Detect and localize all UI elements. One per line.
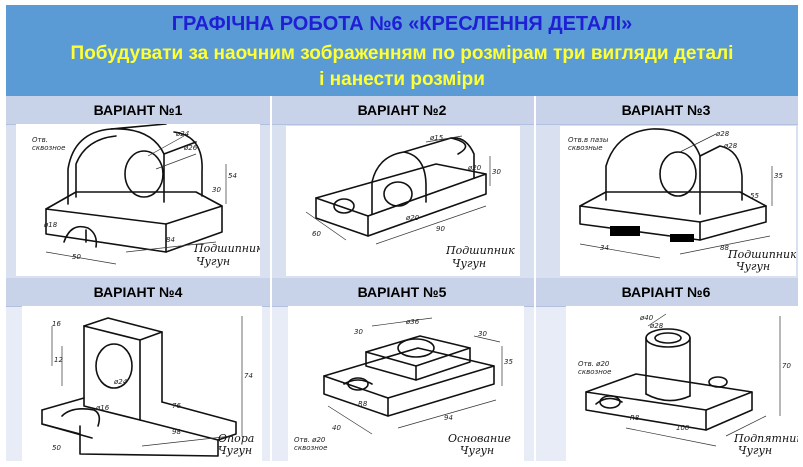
variant-6-material: Чугун — [738, 444, 772, 457]
variant-5-note: Отв. ø20 — [294, 436, 326, 444]
variant-3-dim: ø28 — [715, 130, 730, 138]
variant-6-svg: ø40 ø28 70 R8 100 Отв. ø20 сквозное Подп… — [578, 313, 798, 457]
variant-2-drawing: ø15 ø20 30 60 90 ø20 Подшипник Чугун — [286, 126, 520, 276]
variant-4-svg: 16 12 ø24 ø16 76 74 98 50 Опора Чугун — [41, 316, 254, 457]
variant-1-note: Отв. — [32, 136, 48, 144]
variant-3-svg: Отв.в пазы сквозные ø28 ø28 35 55 34 88 … — [568, 128, 796, 273]
column-divider — [534, 96, 536, 461]
variant-2-dim: 90 — [436, 225, 445, 233]
variant-3: ВАРІАНТ №3 Отв.в пазы скво — [534, 96, 798, 278]
variant-4-dim: 12 — [54, 356, 63, 364]
variant-4: ВАРІАНТ №4 1 — [6, 278, 270, 461]
variant-1-dim: 54 — [228, 172, 237, 180]
variant-1-dim: 30 — [212, 186, 221, 194]
variant-4-part-name: Опора — [218, 432, 254, 445]
variant-4-drawing: 16 12 ø24 ø16 76 74 98 50 Опора Чугун — [22, 306, 262, 461]
variant-4-dim: 74 — [244, 372, 253, 380]
variant-4-dim: ø24 — [113, 378, 127, 386]
variant-4-dim: 76 — [172, 402, 181, 410]
variant-3-note: Отв.в пазы — [568, 136, 609, 144]
variant-6-dim: 70 — [782, 362, 791, 370]
variant-3-dim: 35 — [774, 172, 783, 180]
variant-5-dim: 40 — [332, 424, 341, 432]
variant-5-dim: ø36 — [405, 318, 420, 326]
variant-6-label: ВАРІАНТ №6 — [534, 278, 798, 307]
variant-5-dim: 30 — [354, 328, 363, 336]
variant-4-dim: 50 — [52, 444, 61, 452]
variant-2-dim: ø20 — [405, 214, 420, 222]
variant-3-dim: 55 — [750, 192, 759, 200]
variant-3-label: ВАРІАНТ №3 — [534, 96, 798, 125]
variant-6-dim: ø28 — [649, 322, 664, 330]
variant-2-material: Чугун — [452, 257, 486, 270]
variant-3-material: Чугун — [736, 260, 770, 273]
variant-2-svg: ø15 ø20 30 60 90 ø20 Подшипник Чугун — [305, 134, 515, 270]
variant-1-part-name: Подшипник — [193, 242, 260, 255]
variant-2-dim: 30 — [492, 168, 501, 176]
variant-4-dim: ø16 — [95, 404, 110, 412]
variant-2-part-name: Подшипник — [445, 244, 515, 257]
variant-2-dim: ø15 — [429, 134, 444, 142]
task-line-2: і нанести розміри — [319, 69, 485, 90]
variant-1-dim: 84 — [166, 236, 175, 244]
variant-3-part-name: Подшипник — [727, 248, 796, 261]
variant-6-dim: R8 — [630, 414, 640, 422]
variant-1-material: Чугун — [196, 255, 230, 268]
variant-5: ВАРІАНТ №5 ø — [270, 278, 534, 461]
variant-3-dim: 88 — [720, 244, 729, 252]
variant-6-part-name: Подпятник — [733, 432, 798, 445]
variant-5-note2: сквозное — [294, 444, 327, 452]
variant-3-dim: 34 — [600, 244, 609, 252]
variant-1: ВАРІАНТ №1 — [6, 96, 270, 278]
variants-grid: ВАРІАНТ №1 — [6, 96, 798, 461]
variant-5-drawing: ø36 35 30 30 94 R8 40 Отв. ø20 сквозное … — [288, 306, 524, 461]
variant-6: ВАРІАНТ №6 — [534, 278, 798, 461]
variant-1-dim: 50 — [72, 253, 81, 261]
variant-1-svg: Отв. сквозное ø24 ø26 54 30 84 ø18 50 По… — [32, 124, 260, 268]
task-line-1: Побудувати за наочним зображенням по роз… — [70, 43, 734, 64]
variant-2-dim: ø20 — [467, 164, 482, 172]
variant-4-dim: 98 — [172, 428, 181, 436]
variant-6-drawing: ø40 ø28 70 R8 100 Отв. ø20 сквозное Подп… — [566, 306, 798, 461]
variant-6-dim: 100 — [676, 424, 690, 432]
variant-3-dim: ø28 — [723, 142, 738, 150]
variant-5-dim: 94 — [444, 414, 453, 422]
variant-1-dim: ø24 — [175, 130, 189, 138]
variant-4-label: ВАРІАНТ №4 — [6, 278, 270, 307]
variant-2-dim: 60 — [312, 230, 321, 238]
variant-5-svg: ø36 35 30 30 94 R8 40 Отв. ø20 сквозное … — [294, 317, 513, 457]
variant-5-material: Чугун — [460, 444, 494, 457]
variant-5-dim: 35 — [504, 358, 513, 366]
variant-5-dim: R8 — [358, 400, 368, 408]
variant-6-note2: сквозное — [578, 368, 611, 376]
variant-6-note: Отв. ø20 — [578, 360, 610, 368]
variant-1-drawing: Отв. сквозное ø24 ø26 54 30 84 ø18 50 По… — [16, 124, 260, 276]
variant-6-dim: ø40 — [639, 314, 654, 322]
variant-1-dim: ø26 — [183, 144, 198, 152]
variant-2: ВАРІАНТ №2 ø15 — [270, 96, 534, 278]
variant-5-label: ВАРІАНТ №5 — [270, 278, 534, 307]
variant-4-material: Чугун — [218, 444, 252, 457]
column-divider — [270, 96, 272, 461]
variant-4-dim: 16 — [52, 320, 61, 328]
variant-5-dim: 30 — [478, 330, 487, 338]
variant-2-label: ВАРІАНТ №2 — [270, 96, 534, 125]
variant-3-drawing: Отв.в пазы сквозные ø28 ø28 35 55 34 88 … — [560, 126, 796, 276]
title-banner: ГРАФІЧНА РОБОТА №6 «КРЕСЛЕННЯ ДЕТАЛІ» По… — [6, 5, 798, 96]
page-title: ГРАФІЧНА РОБОТА №6 «КРЕСЛЕННЯ ДЕТАЛІ» — [171, 13, 633, 35]
variant-3-note2: сквозные — [568, 144, 603, 152]
variant-1-label: ВАРІАНТ №1 — [6, 96, 270, 125]
variant-1-dim: ø18 — [43, 221, 58, 229]
variant-5-part-name: Основание — [448, 432, 511, 445]
variant-1-note2: сквозное — [32, 144, 65, 152]
